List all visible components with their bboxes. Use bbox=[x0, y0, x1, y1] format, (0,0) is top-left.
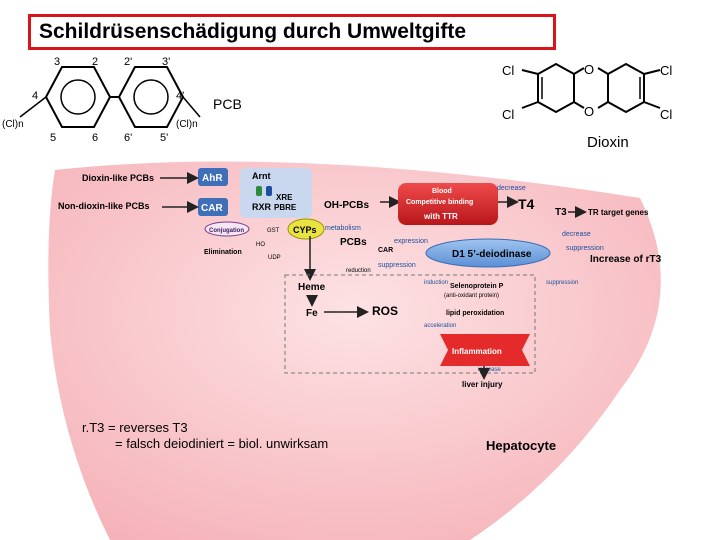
hepatocyte-diagram: AhR CAR Arnt RXR XRE PBRE Dioxin-like PC… bbox=[48, 161, 662, 540]
dioxin-cl-3: Cl bbox=[660, 63, 672, 78]
heme-label: Heme bbox=[298, 282, 326, 293]
gst-label: GST bbox=[267, 228, 280, 234]
pcb-pos-2: 2 bbox=[92, 56, 98, 68]
cyps-ellipse bbox=[287, 218, 325, 240]
pcb-pos-4p: 4' bbox=[176, 90, 184, 102]
decrease-mid-label: decrease bbox=[562, 231, 591, 238]
cyps-label: CYPs bbox=[293, 225, 317, 235]
conjugation-ellipse bbox=[204, 221, 250, 237]
fe-label: Fe bbox=[306, 308, 318, 319]
pcb-pos-2p: 2' bbox=[124, 56, 132, 68]
inflammation-burst bbox=[440, 334, 530, 366]
dioxin-cl-2: Cl bbox=[502, 107, 514, 122]
d1-ellipse bbox=[425, 238, 551, 268]
blood-label: Blood bbox=[432, 188, 452, 195]
increase-rt3-label: Increase of rT3 bbox=[590, 254, 662, 265]
dioxin-o-top: O bbox=[584, 62, 594, 77]
pcb-cl-left: (Cl)n bbox=[2, 119, 24, 130]
udp-label: UDP bbox=[268, 255, 281, 261]
tr-target-label: TR target genes bbox=[588, 208, 649, 217]
ahr-box bbox=[198, 168, 228, 186]
d1-label: D1 5’-deiodinase bbox=[452, 249, 532, 260]
pcb-label: PCB bbox=[213, 96, 242, 112]
car-box bbox=[198, 198, 228, 216]
blood-ttr-box bbox=[398, 183, 498, 225]
dioxin-cl-1: Cl bbox=[502, 63, 514, 78]
pcb-pos-3p: 3' bbox=[162, 56, 170, 68]
conjugation-label: Conjugation bbox=[209, 228, 244, 234]
ros-label: ROS bbox=[372, 304, 398, 318]
expression-label: expression bbox=[394, 238, 428, 245]
dioxin-like-label: Dioxin-like PCBs bbox=[82, 173, 154, 183]
rt3-note-line1: r.T3 = reverses T3 bbox=[82, 420, 188, 435]
elimination-label: Elimination bbox=[204, 249, 242, 256]
receptor-marker bbox=[266, 186, 272, 196]
pcb-pos-4: 4 bbox=[32, 90, 38, 102]
antioxidant-label: (anti-oxidant protein) bbox=[444, 293, 499, 299]
pcbs-label: PCBs bbox=[340, 237, 367, 248]
dashed-region bbox=[284, 274, 536, 374]
pcb-structure: 3 2 2' 3' 4 4' 5 6 6' 5' (Cl)n (Cl)n bbox=[2, 56, 201, 144]
decrease-top-label: decrease bbox=[497, 185, 526, 192]
pcb-pos-5: 5 bbox=[50, 132, 56, 144]
nucleus-box bbox=[240, 168, 312, 218]
ho-label: HO bbox=[256, 242, 265, 248]
hepatocyte-label: Hepatocyte bbox=[486, 438, 556, 453]
suppression-car-label: suppression bbox=[378, 262, 416, 269]
inflammation-label: Inflammation bbox=[452, 347, 502, 356]
car-small-label: CAR bbox=[378, 247, 393, 254]
dioxin-o-bottom: O bbox=[584, 104, 594, 119]
induction-label: induction bbox=[424, 280, 448, 286]
hepatocyte-cell bbox=[48, 161, 661, 540]
pcb-cl-right: (Cl)n bbox=[176, 119, 198, 130]
liver-injury-label: liver injury bbox=[462, 380, 503, 389]
pcb-pos-6: 6 bbox=[92, 132, 98, 144]
car-label: CAR bbox=[201, 203, 223, 214]
lipid-label: lipid peroxidation bbox=[446, 310, 504, 317]
increase-label: increase bbox=[478, 367, 501, 373]
oh-pcbs-label: OH-PCBs bbox=[324, 200, 369, 211]
acceleration-label: acceleration bbox=[424, 323, 456, 329]
t4-label: T4 bbox=[518, 196, 535, 212]
reduction-label: reduction bbox=[346, 268, 371, 274]
suppression-mid-label: suppression bbox=[566, 245, 604, 252]
pbre-label: PBRE bbox=[274, 203, 297, 212]
dioxin-structure: O O Cl Cl Cl Cl bbox=[502, 62, 672, 122]
dioxin-cl-4: Cl bbox=[660, 107, 672, 122]
suppression-right-label: suppression bbox=[546, 280, 578, 286]
t3-label: T3 bbox=[555, 207, 567, 218]
selenoprotein-label: Selenoprotein P bbox=[450, 283, 504, 290]
non-dioxin-like-label: Non-dioxin-like PCBs bbox=[58, 201, 150, 211]
pcb-pos-6p: 6' bbox=[124, 132, 132, 144]
arnt-marker bbox=[256, 186, 262, 196]
pcb-pos-5p: 5' bbox=[160, 132, 168, 144]
arnt-label: Arnt bbox=[252, 171, 271, 181]
xre-label: XRE bbox=[276, 193, 293, 202]
pcb-pos-3: 3 bbox=[54, 56, 60, 68]
competitive-label: Competitive binding bbox=[406, 199, 473, 206]
page-title: Schildrüsenschädigung durch Umweltgifte bbox=[28, 14, 556, 50]
rxr-label: RXR bbox=[252, 202, 272, 212]
metabolism-label: metabolism bbox=[325, 225, 361, 232]
dioxin-label: Dioxin bbox=[587, 134, 629, 151]
ahr-label: AhR bbox=[202, 173, 223, 184]
ttr-label: with TTR bbox=[423, 212, 458, 221]
rt3-note-line2: = falsch deiodiniert = biol. unwirksam bbox=[115, 436, 329, 451]
